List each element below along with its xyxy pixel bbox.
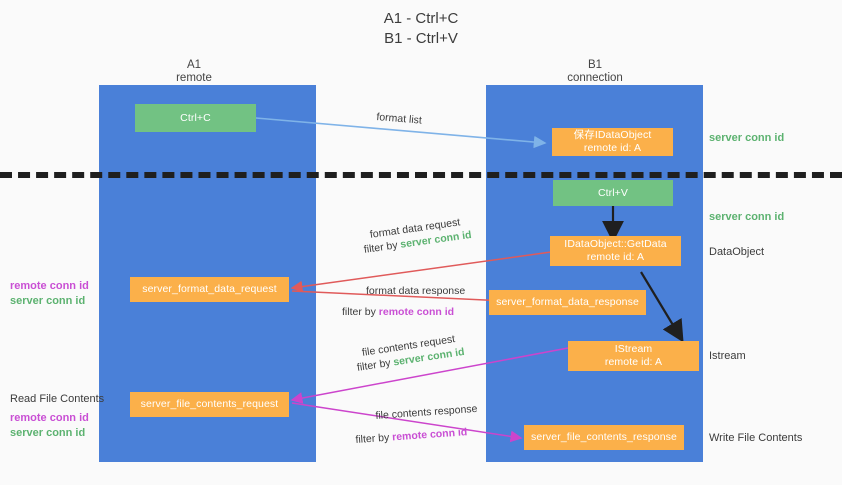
right-label-istream: Istream (709, 350, 746, 362)
node-save-idataobject-line1: 保存IDataObject (573, 129, 652, 141)
arrow-label-file-contents-response-filter-prefix: filter by (355, 431, 393, 446)
right-label-server-conn-id-2: server conn id (709, 210, 784, 225)
right-label-server-conn-id-1: server conn id (709, 131, 784, 146)
arrow-label-format-list: format list (375, 110, 423, 127)
arrow-label-format-data-response-filter: filter by remote conn id (342, 305, 454, 319)
arrow-label-format-data-response: format data response (366, 285, 466, 297)
node-save-idataobject-line2: remote id: A (583, 142, 642, 154)
page-title: A1 - Ctrl+C B1 - Ctrl+V (0, 9, 842, 49)
column-header-a1: A1 remote (139, 59, 249, 85)
node-istream-line1: IStream (614, 343, 653, 355)
node-idataobject-getdata-line2: remote id: A (586, 251, 645, 263)
node-server-file-contents-response-label: server_file_contents_response (531, 431, 677, 443)
node-server-format-data-request-label: server_format_data_request (142, 283, 277, 295)
left-label-remote-conn-id-1: remote conn id (10, 280, 89, 292)
node-idataobject-getdata[interactable]: IDataObject::GetData remote id: A (550, 236, 681, 266)
left-label-conn-ids-file: remote conn id server conn id (10, 411, 89, 441)
right-label-dataobject: DataObject (709, 246, 765, 258)
node-server-file-contents-request-label: server_file_contents_request (140, 398, 279, 410)
right-label-server-conn-id-2-text: server conn id (709, 211, 785, 223)
node-server-file-contents-request[interactable]: server_file_contents_request (130, 392, 289, 417)
column-a1-sub: remote (176, 72, 212, 84)
phase-divider (0, 172, 842, 178)
arrow-label-format-data-response-filter-value: remote conn id (378, 306, 455, 318)
node-server-format-data-response[interactable]: server_format_data_response (489, 290, 646, 315)
node-idataobject-getdata-line1: IDataObject::GetData (564, 238, 667, 250)
right-label-write-file-contents: Write File Contents (709, 432, 803, 444)
arrow-label-file-contents-request-filter-prefix: filter by (356, 356, 395, 374)
column-a1-name: A1 (186, 59, 202, 71)
node-server-format-data-request[interactable]: server_format_data_request (130, 277, 289, 302)
column-header-b1: B1 connection (540, 59, 650, 85)
column-b1-sub: connection (567, 72, 623, 84)
arrow-label-format-data-request-filter-prefix: filter by (363, 238, 402, 256)
title-line-2: B1 - Ctrl+V (384, 30, 458, 47)
node-ctrl-c-label: Ctrl+C (180, 111, 211, 124)
arrow-label-file-contents-response-filter: filter by remote conn id (355, 425, 468, 447)
right-label-server-conn-id-1-text: server conn id (709, 132, 785, 144)
node-save-idataobject[interactable]: 保存IDataObject remote id: A (552, 128, 673, 156)
left-label-remote-conn-id-2: remote conn id (10, 412, 89, 424)
left-label-read-file-contents: Read File Contents (10, 393, 105, 405)
arrow-label-format-data-response-filter-prefix: filter by (342, 306, 379, 318)
left-label-conn-ids-format: remote conn id server conn id (10, 279, 89, 309)
left-label-server-conn-id-2: server conn id (10, 427, 86, 439)
node-ctrl-c[interactable]: Ctrl+C (135, 104, 256, 132)
arrow-label-file-contents-response: file contents response (375, 402, 478, 422)
node-server-format-data-response-label: server_format_data_response (496, 296, 639, 308)
column-b1-name: B1 (587, 59, 603, 71)
left-label-server-conn-id-1: server conn id (10, 295, 86, 307)
node-server-file-contents-response[interactable]: server_file_contents_response (524, 425, 684, 450)
node-ctrl-v-label: Ctrl+V (597, 186, 629, 199)
node-ctrl-v[interactable]: Ctrl+V (553, 180, 673, 206)
node-istream-line2: remote id: A (604, 356, 663, 368)
title-line-1: A1 - Ctrl+C (383, 10, 459, 27)
node-istream[interactable]: IStream remote id: A (568, 341, 699, 371)
arrow-label-file-contents-response-filter-value: remote conn id (391, 426, 468, 444)
